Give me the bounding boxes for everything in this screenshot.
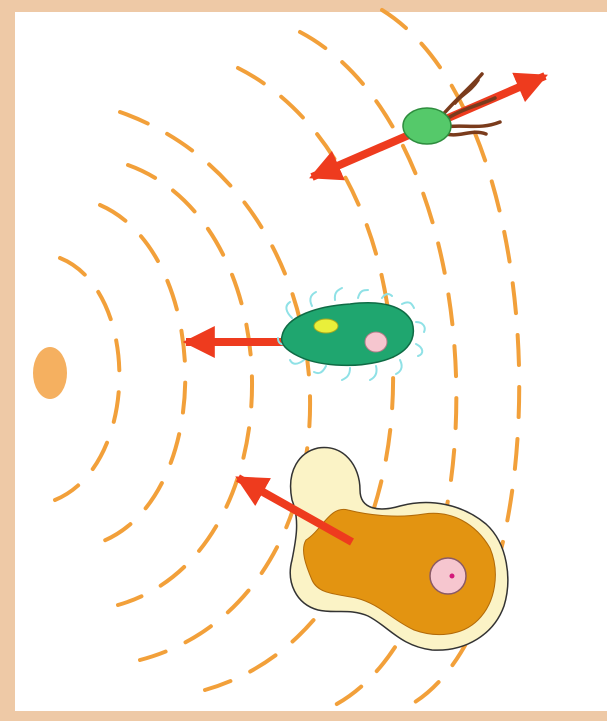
bacterium bbox=[312, 74, 545, 177]
amoeba-nucleus bbox=[430, 558, 466, 594]
bacterium-body bbox=[403, 108, 451, 144]
gradient-wave-4 bbox=[120, 112, 310, 660]
gradient-wave-2 bbox=[92, 205, 185, 545]
amoeba bbox=[238, 448, 508, 651]
protist-body bbox=[282, 303, 414, 366]
protist-nucleus bbox=[365, 332, 387, 352]
amoeba-nucleolus bbox=[450, 574, 455, 579]
chemical-source bbox=[33, 347, 67, 399]
ciliated-protist bbox=[186, 288, 425, 380]
protist-eyespot bbox=[314, 319, 338, 333]
